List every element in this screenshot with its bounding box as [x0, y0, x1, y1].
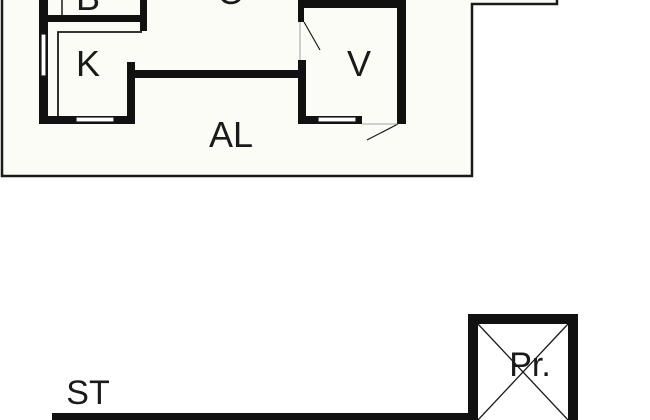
- window-bottom-k: [75, 116, 115, 123]
- window-left: [40, 33, 47, 77]
- terrace-outline: [0, 0, 559, 178]
- door-v-top: [303, 21, 321, 51]
- room-label-o: O: [217, 0, 245, 12]
- room-label-v: V: [347, 43, 371, 84]
- room-label-b: B: [76, 0, 100, 18]
- st-wall: [52, 413, 477, 420]
- inner-lines: [40, 0, 357, 123]
- window-bottom-v: [317, 116, 357, 123]
- room-label-st: ST: [66, 374, 109, 412]
- door-v-bottom: [366, 123, 399, 141]
- room-label-al: AL: [209, 114, 253, 155]
- room-label-pr: Pr.: [509, 346, 551, 384]
- pr-box: [468, 314, 578, 420]
- room-label-k: K: [76, 43, 100, 84]
- door-swings: [299, 21, 399, 141]
